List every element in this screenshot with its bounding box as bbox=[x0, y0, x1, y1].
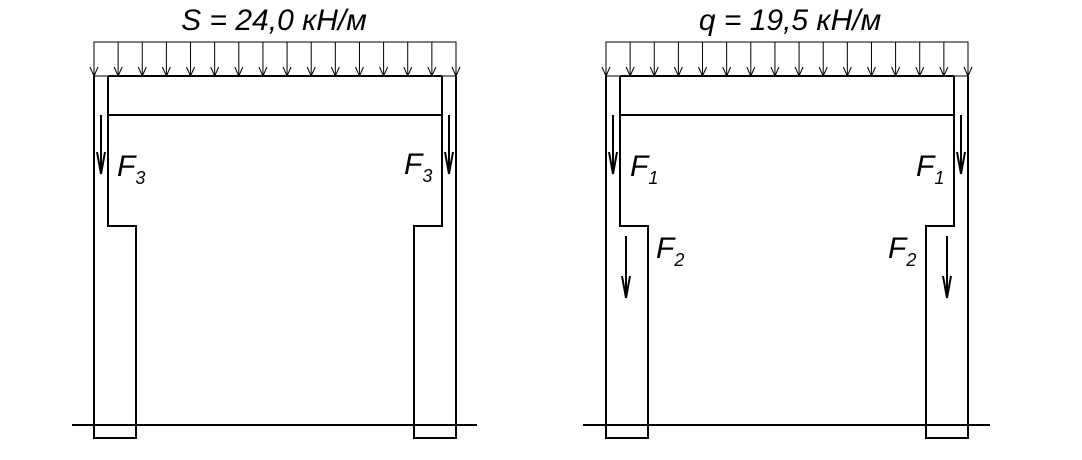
load-arrow bbox=[939, 42, 949, 78]
load-arrow bbox=[282, 42, 292, 78]
diagram-title: q = 19,5 кН/м bbox=[699, 4, 881, 37]
load-arrow bbox=[137, 42, 147, 78]
load-arrow bbox=[234, 42, 244, 78]
load-arrow bbox=[451, 42, 461, 78]
diagram-snow-load: S = 24,0 кН/м F3 F3 bbox=[72, 4, 477, 439]
load-arrow bbox=[698, 42, 707, 78]
load-arrow bbox=[306, 42, 316, 78]
force-label-f2-right: F2 bbox=[888, 232, 916, 270]
load-arrow bbox=[427, 42, 437, 78]
load-arrows bbox=[89, 42, 461, 78]
distributed-load bbox=[89, 41, 461, 78]
load-arrow bbox=[89, 42, 99, 78]
force-label-f1-right: F1 bbox=[916, 150, 944, 188]
load-arrow bbox=[355, 42, 364, 78]
load-arrow bbox=[186, 42, 195, 78]
force-arrow-f2-left bbox=[621, 236, 631, 299]
load-arrow bbox=[625, 42, 635, 78]
load-arrow bbox=[963, 42, 973, 78]
load-arrow bbox=[673, 42, 683, 78]
force-label-f3-left: F3 bbox=[117, 150, 145, 188]
load-arrow bbox=[722, 42, 732, 78]
force-arrow-f2-right bbox=[942, 236, 952, 299]
load-arrow bbox=[330, 42, 340, 78]
load-arrow bbox=[746, 42, 756, 78]
force-arrow-f1-left bbox=[608, 115, 618, 175]
load-frame bbox=[93, 41, 457, 77]
load-arrows bbox=[601, 42, 973, 78]
frame-outline bbox=[605, 75, 969, 439]
diagram-title: S = 24,0 кН/м bbox=[181, 4, 367, 37]
load-frame bbox=[605, 41, 969, 77]
load-arrow bbox=[770, 42, 780, 78]
load-arrow bbox=[915, 42, 925, 78]
diagram-dead-load: q = 19,5 кН/м F1 F1 bbox=[583, 4, 990, 439]
load-arrow bbox=[601, 42, 611, 78]
force-label-f2-left: F2 bbox=[656, 232, 684, 270]
load-arrow bbox=[794, 42, 804, 78]
load-arrow bbox=[891, 42, 901, 78]
load-arrow bbox=[113, 42, 123, 78]
load-arrow bbox=[210, 42, 220, 78]
force-arrow-f3-left bbox=[96, 115, 106, 175]
force-label-f1-left: F1 bbox=[630, 150, 658, 188]
load-arrow bbox=[403, 42, 413, 78]
frame-outline bbox=[93, 75, 457, 439]
distributed-load bbox=[601, 41, 973, 78]
load-arrow bbox=[649, 42, 659, 78]
load-arrow bbox=[161, 42, 171, 78]
load-arrow bbox=[258, 42, 268, 78]
force-arrow-f1-right bbox=[956, 115, 966, 175]
load-arrow bbox=[842, 42, 852, 78]
load-arrow bbox=[818, 42, 828, 78]
load-arrow bbox=[867, 42, 876, 78]
load-arrow bbox=[379, 42, 389, 78]
force-label-f3-right: F3 bbox=[404, 148, 432, 186]
force-arrow-f3-right bbox=[444, 115, 454, 175]
